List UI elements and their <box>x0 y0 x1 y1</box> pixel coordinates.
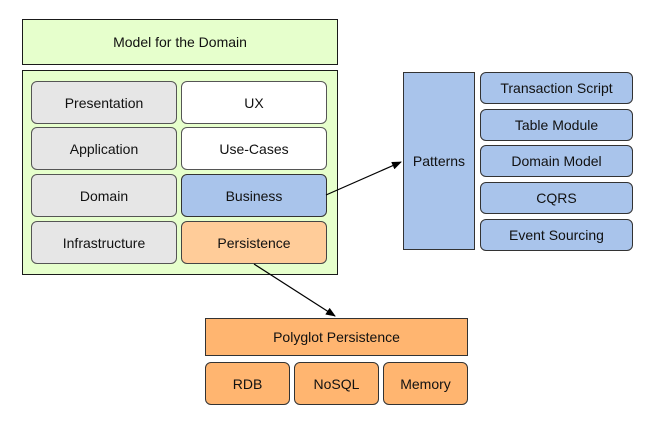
store-rdb[interactable]: RDB <box>205 362 290 405</box>
pattern-cqrs[interactable]: CQRS <box>480 182 633 214</box>
arrow-persistence-to-polyglot <box>253 263 336 317</box>
polyglot-persistence-box[interactable]: Polyglot Persistence <box>205 318 468 356</box>
pattern-domain-model[interactable]: Domain Model <box>480 145 633 177</box>
layer-infrastructure[interactable]: Infrastructure <box>31 221 177 264</box>
layer-application[interactable]: Application <box>31 127 177 170</box>
layer-label: Domain <box>79 187 129 204</box>
store-memory[interactable]: Memory <box>383 362 468 405</box>
model-title-box: Model for the Domain <box>22 19 338 65</box>
concern-business[interactable]: Business <box>181 174 327 217</box>
pattern-table-module[interactable]: Table Module <box>480 109 633 141</box>
pattern-event-sourcing[interactable]: Event Sourcing <box>480 219 633 251</box>
layer-domain[interactable]: Domain <box>31 174 177 217</box>
layer-label: Infrastructure <box>62 234 146 251</box>
concern-label: Business <box>225 187 283 204</box>
store-label: RDB <box>232 375 263 392</box>
pattern-label: CQRS <box>536 190 577 206</box>
layer-label: Presentation <box>64 94 144 111</box>
pattern-transaction-script[interactable]: Transaction Script <box>480 72 633 104</box>
patterns-title: Patterns <box>412 153 466 169</box>
store-label: NoSQL <box>313 375 360 392</box>
store-label: Memory <box>400 375 451 392</box>
concern-label: Use-Cases <box>219 140 289 157</box>
patterns-box[interactable]: Patterns <box>403 72 475 250</box>
concern-label: UX <box>244 94 264 111</box>
pattern-label: Transaction Script <box>500 80 613 96</box>
pattern-label: Event Sourcing <box>509 227 604 243</box>
concern-persistence[interactable]: Persistence <box>181 221 327 264</box>
store-nosql[interactable]: NoSQL <box>294 362 379 405</box>
model-title: Model for the Domain <box>113 34 247 50</box>
layer-label: Application <box>69 140 139 157</box>
pattern-label: Table Module <box>514 117 599 133</box>
concern-ux[interactable]: UX <box>181 81 327 124</box>
polyglot-title: Polyglot Persistence <box>273 329 400 345</box>
concern-use-cases[interactable]: Use-Cases <box>181 127 327 170</box>
pattern-label: Domain Model <box>511 153 602 169</box>
arrow-business-to-patterns <box>325 161 402 196</box>
layer-presentation[interactable]: Presentation <box>31 81 177 124</box>
concern-label: Persistence <box>217 234 291 251</box>
